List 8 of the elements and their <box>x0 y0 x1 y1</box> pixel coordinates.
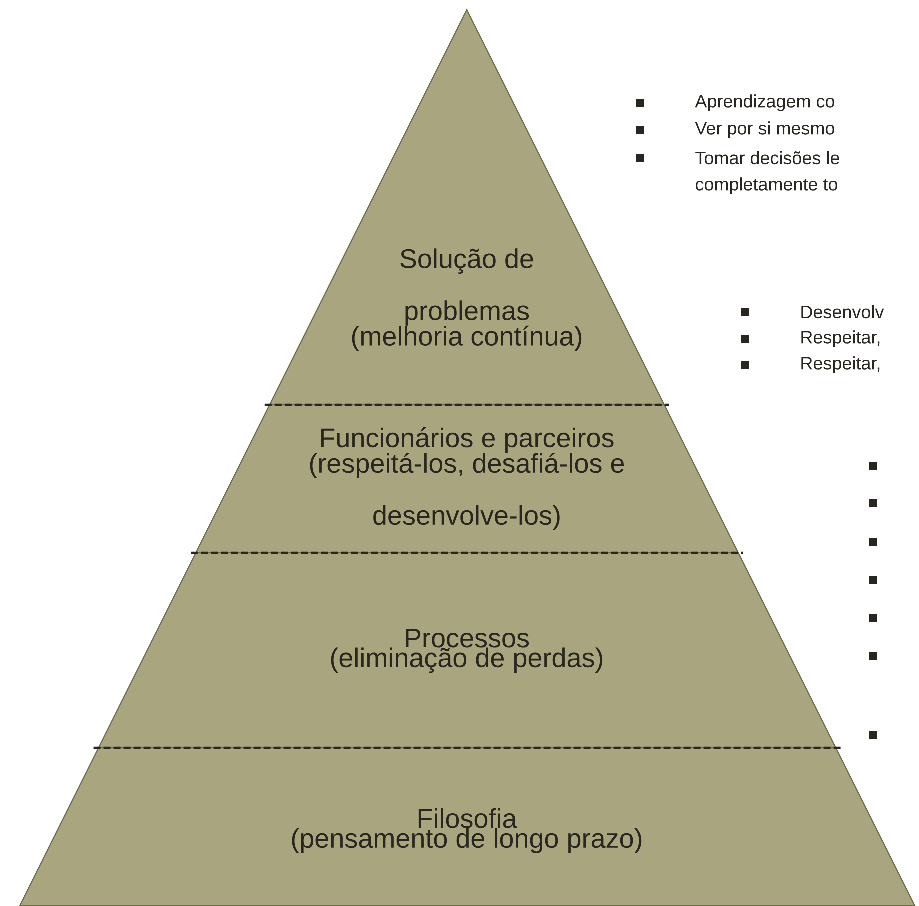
bullet-text: Aprendizagem co <box>695 94 834 112</box>
bullet-text: Respeitar, <box>802 356 880 374</box>
bullet-text: Tomar decisões le <box>696 151 840 165</box>
bullet-text: Respeitar, <box>802 330 880 348</box>
bullet-text: completamente to <box>696 178 838 194</box>
pyramid-layer: Filosofia (pensamento de longo prazo) <box>19 746 916 906</box>
bullet-text: Desenvolv <box>802 305 884 319</box>
bullet-text: Ver por si mesmo <box>695 122 834 138</box>
